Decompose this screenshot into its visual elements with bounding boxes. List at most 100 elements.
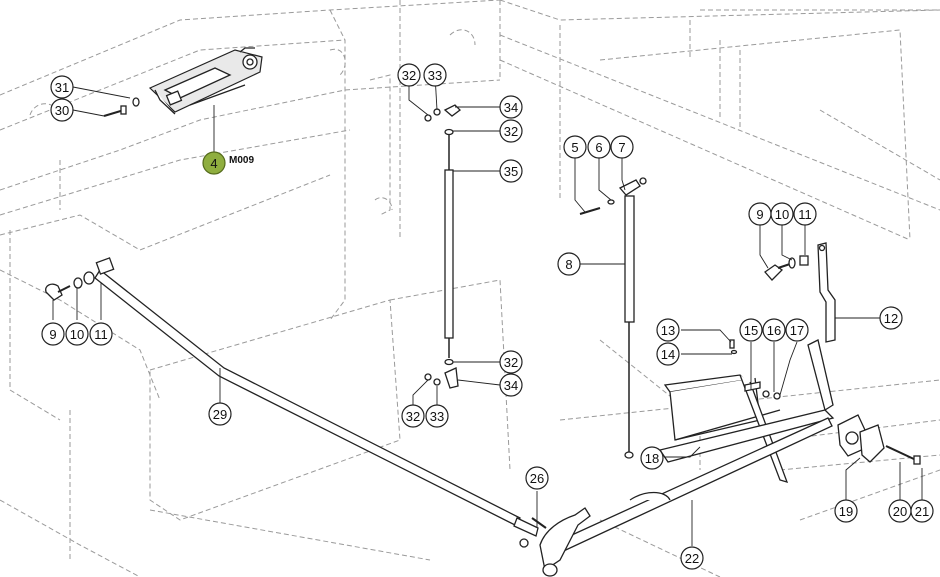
callout-9: 9 xyxy=(748,202,772,226)
callout-circle xyxy=(499,373,523,397)
callout-32: 32 xyxy=(499,119,523,143)
callout-circle xyxy=(770,202,794,226)
callout-33: 33 xyxy=(425,404,449,428)
callout-11: 11 xyxy=(89,322,113,346)
callout-circle xyxy=(587,135,611,159)
callout-30: 30 xyxy=(50,98,74,122)
callout-21: 21 xyxy=(910,499,934,523)
callout-19: 19 xyxy=(834,499,858,523)
callout-number: 7 xyxy=(618,140,625,155)
module-tag: M009 xyxy=(229,155,254,166)
callout-circle xyxy=(762,318,786,342)
callout-circle xyxy=(640,446,664,470)
callout-circle xyxy=(499,159,523,183)
callout-14: 14 xyxy=(656,342,680,366)
callout-circle xyxy=(785,318,809,342)
callout-number: 10 xyxy=(775,207,789,222)
callout-circle xyxy=(525,466,549,490)
callout-circle xyxy=(50,98,74,122)
callout-12: 12 xyxy=(879,306,903,330)
rod-29 xyxy=(94,257,539,548)
callout-number: 22 xyxy=(685,551,699,566)
callout-circle xyxy=(423,63,447,87)
callout-13: 13 xyxy=(656,318,680,342)
callout-number: 6 xyxy=(595,140,602,155)
callout-16: 16 xyxy=(762,318,786,342)
callout-number: 30 xyxy=(55,103,69,118)
callout-32: 32 xyxy=(397,63,421,87)
callout-number: 31 xyxy=(55,80,69,95)
leader-lines xyxy=(52,74,923,546)
washer-31 xyxy=(132,97,140,107)
callout-11: 11 xyxy=(793,202,817,226)
callout-26: 26 xyxy=(525,466,549,490)
callout-circle xyxy=(680,546,704,570)
callout-number: 14 xyxy=(661,347,675,362)
callout-circle xyxy=(401,404,425,428)
callout-number: 12 xyxy=(884,311,898,326)
callout-number: 15 xyxy=(744,323,758,338)
shaft-22 xyxy=(539,417,833,577)
clamp-19 xyxy=(837,414,921,465)
bracket-12 xyxy=(764,242,836,343)
callout-circle xyxy=(656,342,680,366)
callout-circle xyxy=(557,252,581,276)
callout-number: 17 xyxy=(790,323,804,338)
gas-strut-35 xyxy=(424,104,461,389)
pin-26 xyxy=(531,517,547,529)
callout-29: 29 xyxy=(208,402,232,426)
callout-number: 11 xyxy=(798,207,812,222)
gas-strut-8 xyxy=(579,177,647,459)
callout-22: 22 xyxy=(680,546,704,570)
callout-circle xyxy=(89,322,113,346)
callout-circle xyxy=(499,119,523,143)
actuator-module xyxy=(148,47,263,115)
callout-number: 33 xyxy=(430,409,444,424)
callout-number: 18 xyxy=(645,451,659,466)
callout-9: 9 xyxy=(41,322,65,346)
knob-9-left xyxy=(45,271,95,301)
callout-4: 4 xyxy=(202,151,226,175)
callout-circle xyxy=(834,499,858,523)
callout-number: 32 xyxy=(504,124,518,139)
callout-number: 5 xyxy=(571,140,578,155)
callout-number: 35 xyxy=(504,164,518,179)
callout-circle xyxy=(739,318,763,342)
callout-circle xyxy=(202,151,226,175)
callout-number: 11 xyxy=(94,327,108,342)
callout-34: 34 xyxy=(499,373,523,397)
callout-32: 32 xyxy=(499,350,523,374)
callout-number: 34 xyxy=(504,378,518,393)
callout-number: 9 xyxy=(49,327,56,342)
callout-number: 26 xyxy=(530,471,544,486)
callout-15: 15 xyxy=(739,318,763,342)
callout-circle xyxy=(41,322,65,346)
callout-number: 13 xyxy=(661,323,675,338)
callout-number: 4 xyxy=(210,156,217,171)
callout-circle xyxy=(425,404,449,428)
callout-circle xyxy=(397,63,421,87)
pedal-assembly-18 xyxy=(658,339,835,483)
callout-number: 21 xyxy=(915,504,929,519)
callout-number: 8 xyxy=(565,257,572,272)
callout-circle xyxy=(793,202,817,226)
callout-number: 32 xyxy=(406,409,420,424)
callout-8: 8 xyxy=(557,252,581,276)
callout-number: 10 xyxy=(70,327,84,342)
callout-circle xyxy=(65,322,89,346)
callout-33: 33 xyxy=(423,63,447,87)
callout-circle xyxy=(50,75,74,99)
callout-number: 16 xyxy=(767,323,781,338)
callout-18: 18 xyxy=(640,446,664,470)
callout-10: 10 xyxy=(770,202,794,226)
callout-circle xyxy=(499,350,523,374)
callout-number: 33 xyxy=(428,68,442,83)
callout-35: 35 xyxy=(499,159,523,183)
callout-20: 20 xyxy=(888,499,912,523)
callout-number: 32 xyxy=(402,68,416,83)
callout-number: 19 xyxy=(839,504,853,519)
callout-31: 31 xyxy=(50,75,74,99)
